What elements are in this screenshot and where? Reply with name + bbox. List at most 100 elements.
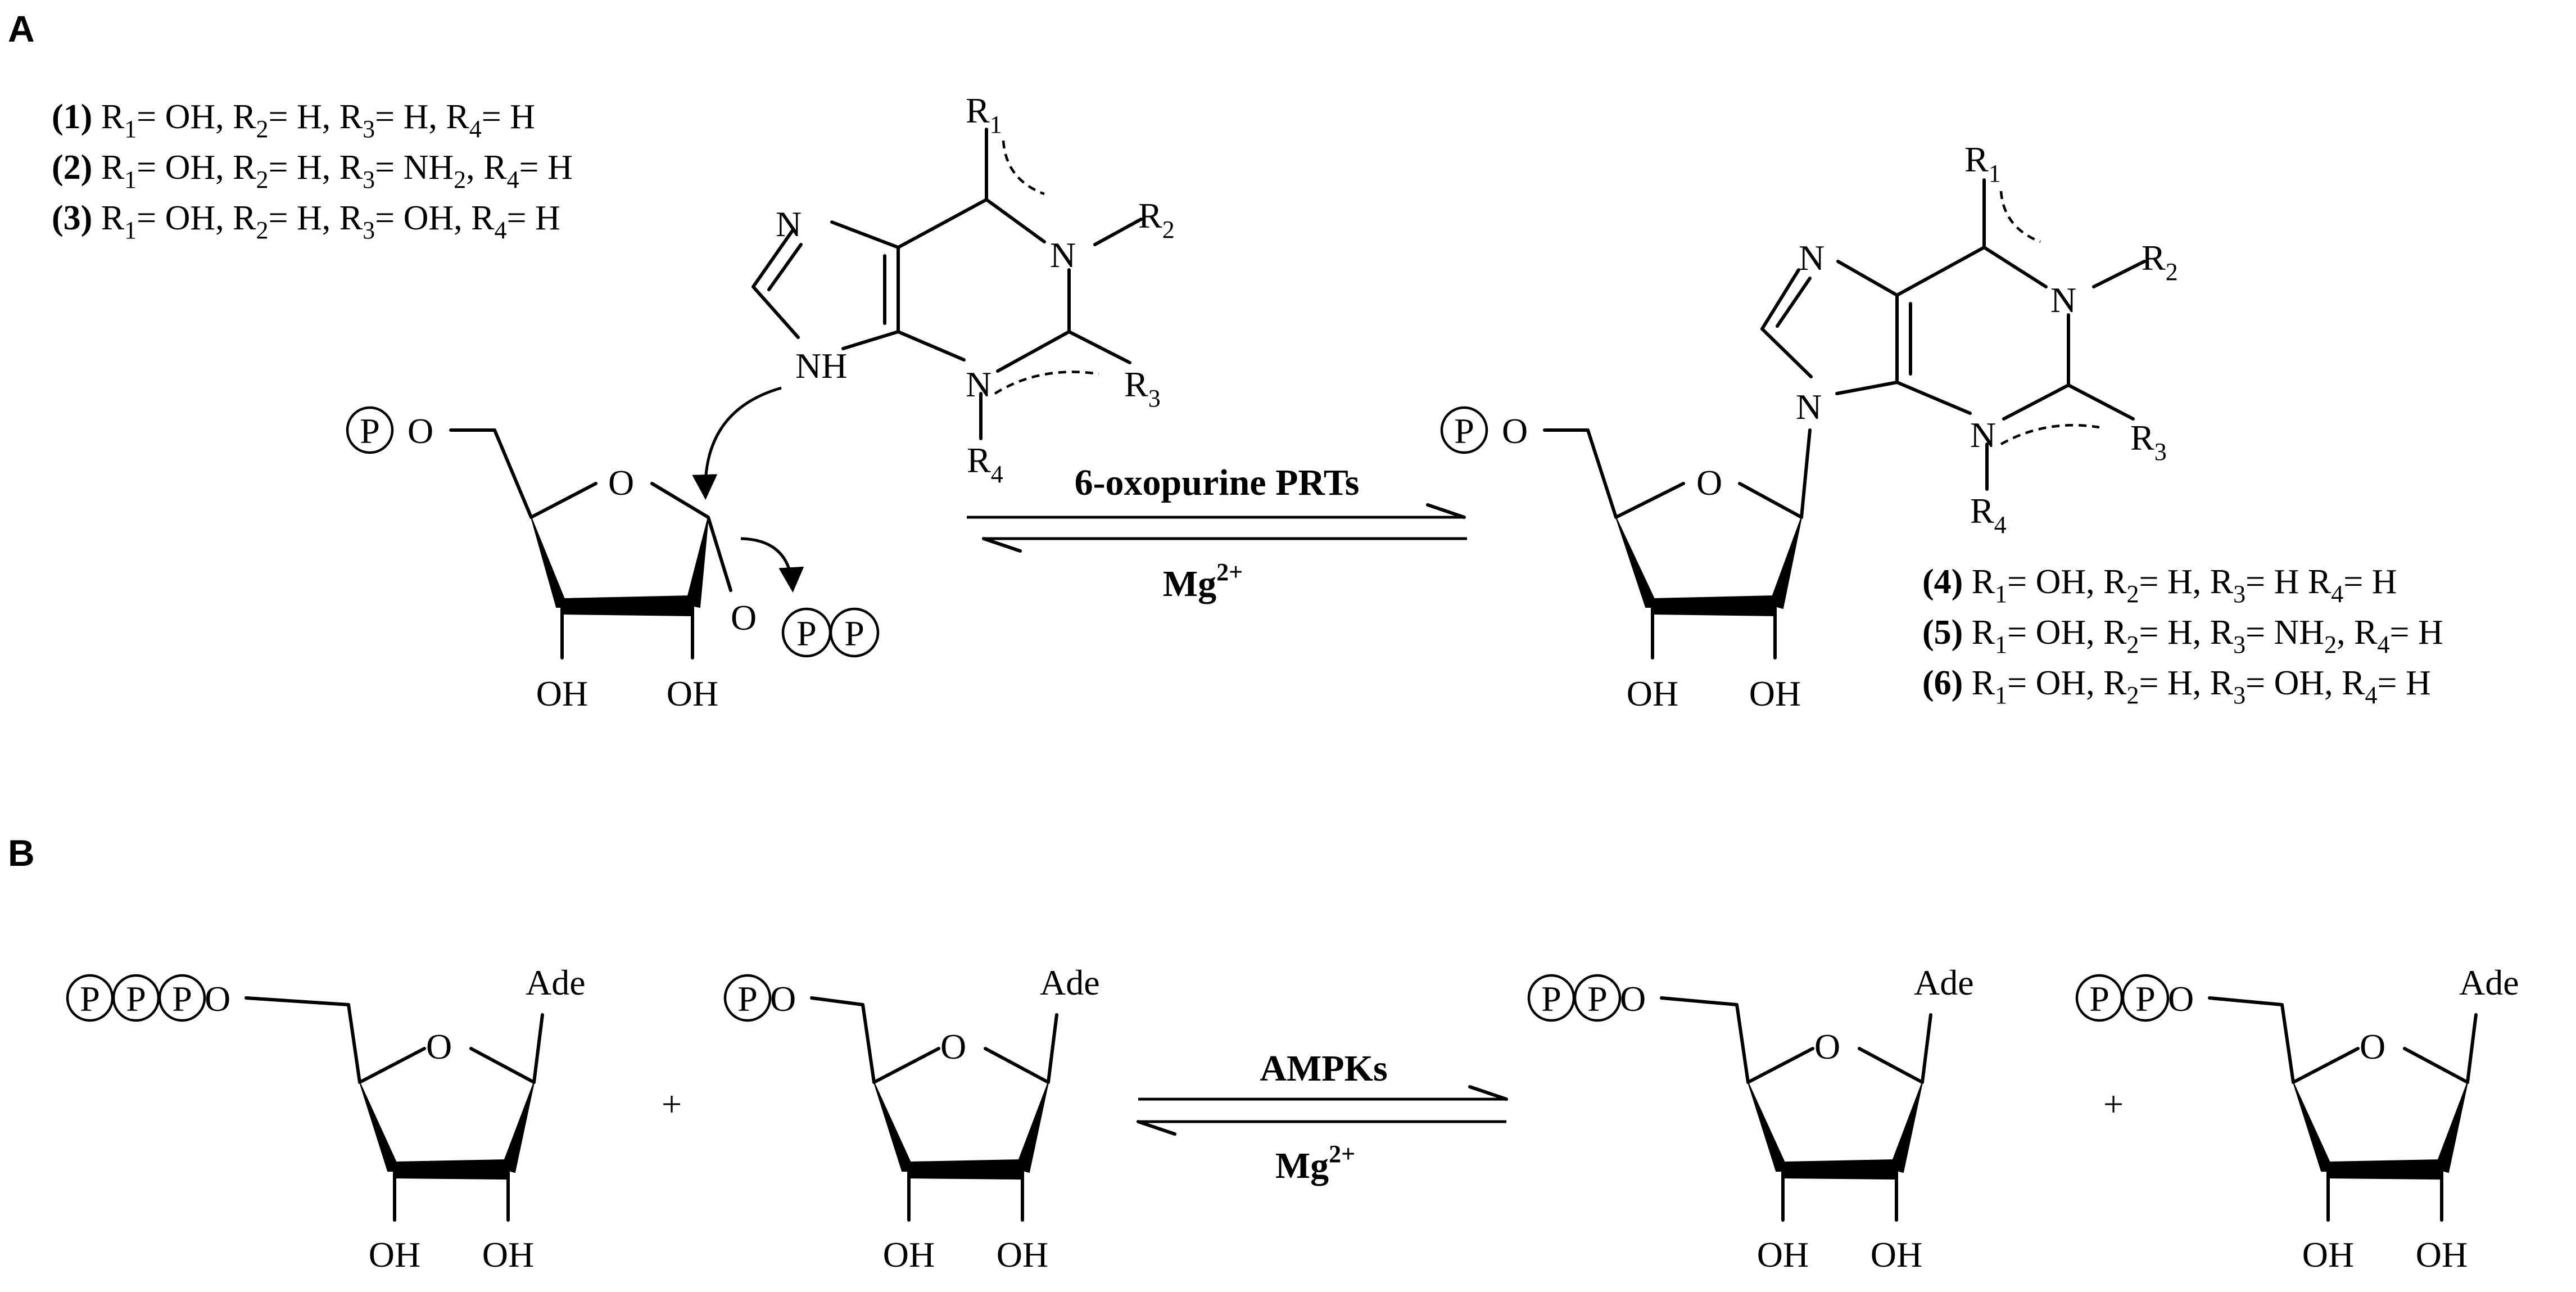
atom-n9-right: N	[1796, 387, 1822, 427]
hydroxyl-3: OH	[1757, 1235, 1809, 1275]
r-letter: R	[967, 440, 991, 480]
nucleotide-product: P O O OH OH N N	[1440, 139, 2178, 713]
r-letter: R	[101, 199, 125, 237]
purine-base-left: N NH N N R1 R2 R3 R4	[751, 91, 1175, 488]
r4-value: = H	[2390, 613, 2443, 652]
r-subscript: 2	[2127, 580, 2139, 608]
r-subscript: 3	[2233, 631, 2245, 658]
pyrophosphate-p1: P	[796, 613, 817, 653]
enzyme-label-b: AMPKs	[1260, 1048, 1387, 1089]
r-subscript: 1	[124, 216, 137, 244]
atom-ring-o: O	[426, 1027, 452, 1067]
r2-value: = H,	[2139, 613, 2210, 652]
r-letter: R	[339, 199, 363, 237]
atom-ring-o: O	[1814, 1027, 1840, 1067]
compound-definition: (1) R1= OH, R2= H, R3= H, R4= H	[52, 98, 535, 143]
atom-o5-left: O	[408, 411, 433, 451]
r-subscript: 1	[1995, 681, 2007, 709]
atom-ring-o-right: O	[1696, 463, 1722, 503]
r-subscript: 4	[2378, 631, 2390, 658]
r3-prefix: =	[2245, 664, 2274, 702]
r3-value: H	[2274, 563, 2299, 601]
r3-prefix: =	[2245, 613, 2274, 652]
r3-prefix: =	[375, 199, 403, 237]
compound-number: (3)	[52, 199, 92, 237]
r4-label-left: R4	[967, 440, 1003, 488]
space	[1963, 563, 1972, 601]
compound-list-right: (4) R1= OH, R2= H, R3= H R4= H(5) R1= OH…	[1922, 563, 2443, 709]
r1-value: = OH,	[2007, 613, 2103, 652]
comma: ,	[428, 98, 446, 136]
r-subscript: 3	[2233, 681, 2245, 709]
atom-ring-o: O	[2360, 1027, 2385, 1067]
r-letter: R	[446, 98, 469, 136]
plus-sign-left: +	[662, 1084, 682, 1124]
atom-o1-left: O	[731, 598, 757, 638]
r1-value: = OH,	[137, 199, 233, 237]
r3-label-left: R3	[1124, 364, 1161, 412]
hydroxyl-3: OH	[2302, 1235, 2354, 1275]
atom-n3-left: N	[966, 364, 992, 404]
atom-o5: O	[770, 979, 796, 1019]
r-subscript: 3	[1148, 385, 1161, 412]
r-letter: R	[339, 98, 363, 136]
r1-label-right: R1	[1964, 139, 2001, 187]
r-letter: R	[2354, 613, 2378, 652]
cofactor-charge: 2+	[1329, 1140, 1355, 1168]
r-subscript: 2	[2166, 258, 2178, 286]
adenine-label: Ade	[2459, 963, 2519, 1002]
r-letter: R	[483, 148, 507, 187]
compound-number: (2)	[52, 148, 92, 187]
r-group-label: R3	[1124, 364, 1161, 412]
r-group-label: R1	[966, 91, 1002, 138]
r3-subscript: 2	[454, 166, 466, 193]
r3-prefix: =	[2245, 563, 2274, 601]
space	[1963, 664, 1972, 702]
panel-label-b: B	[8, 832, 35, 874]
r-letter: R	[2142, 238, 2166, 278]
r2-label-left: R2	[1138, 196, 1175, 243]
r3-value: H	[404, 98, 429, 136]
r-letter: R	[1972, 563, 1995, 601]
panel-label-a: A	[8, 8, 35, 49]
r2-value: = H,	[2139, 563, 2210, 601]
phosphate-circle: P	[2089, 979, 2109, 1019]
r3-subscript: 2	[2324, 631, 2337, 658]
r4-value: = H	[482, 98, 535, 136]
comma: ,	[2337, 613, 2354, 652]
compound-number: (6)	[1922, 664, 1963, 702]
space	[92, 199, 101, 237]
phosphate-circle: P	[360, 411, 380, 451]
comma: ,	[466, 148, 483, 187]
compound-definition: (6) R1= OH, R2= H, R3= OH, R4= H	[1922, 664, 2431, 709]
r-subscript: 4	[469, 115, 482, 143]
adenine-label: Ade	[1040, 963, 1100, 1002]
r2-value: = H,	[269, 98, 339, 136]
compound-definition: (3) R1= OH, R2= H, R3= OH, R4= H	[52, 199, 560, 244]
compound-list-left: (1) R1= OH, R2= H, R3= H, R4= H(2) R1= O…	[52, 98, 573, 244]
r-subscript: 1	[990, 111, 1002, 138]
r-letter: R	[2210, 613, 2234, 652]
r-letter: R	[2103, 563, 2127, 601]
atom-o5-right: O	[1502, 411, 1528, 451]
space	[2299, 563, 2308, 601]
r-subscript: 4	[1994, 511, 2007, 539]
r-letter: R	[2103, 664, 2127, 702]
r3-value: OH	[404, 199, 454, 237]
cofactor: Mg2+	[1163, 558, 1243, 604]
compound-definition: (5) R1= OH, R2= H, R3= NH2, R4= H	[1922, 613, 2443, 658]
adenine-label: Ade	[526, 963, 586, 1002]
compound-definition: (4) R1= OH, R2= H, R3= H R4= H	[1922, 563, 2397, 608]
r-subscript: 3	[363, 216, 375, 244]
hydroxyl-3: OH	[369, 1235, 420, 1275]
r4-value: = H	[519, 148, 573, 187]
phosphate-circle: P	[80, 979, 100, 1019]
atom-o5: O	[205, 979, 230, 1019]
r3-value: NH	[2274, 613, 2325, 652]
r-subscript: 3	[363, 166, 375, 193]
hydroxyl-3: OH	[883, 1235, 935, 1275]
atom-nh9-left: NH	[795, 346, 847, 386]
